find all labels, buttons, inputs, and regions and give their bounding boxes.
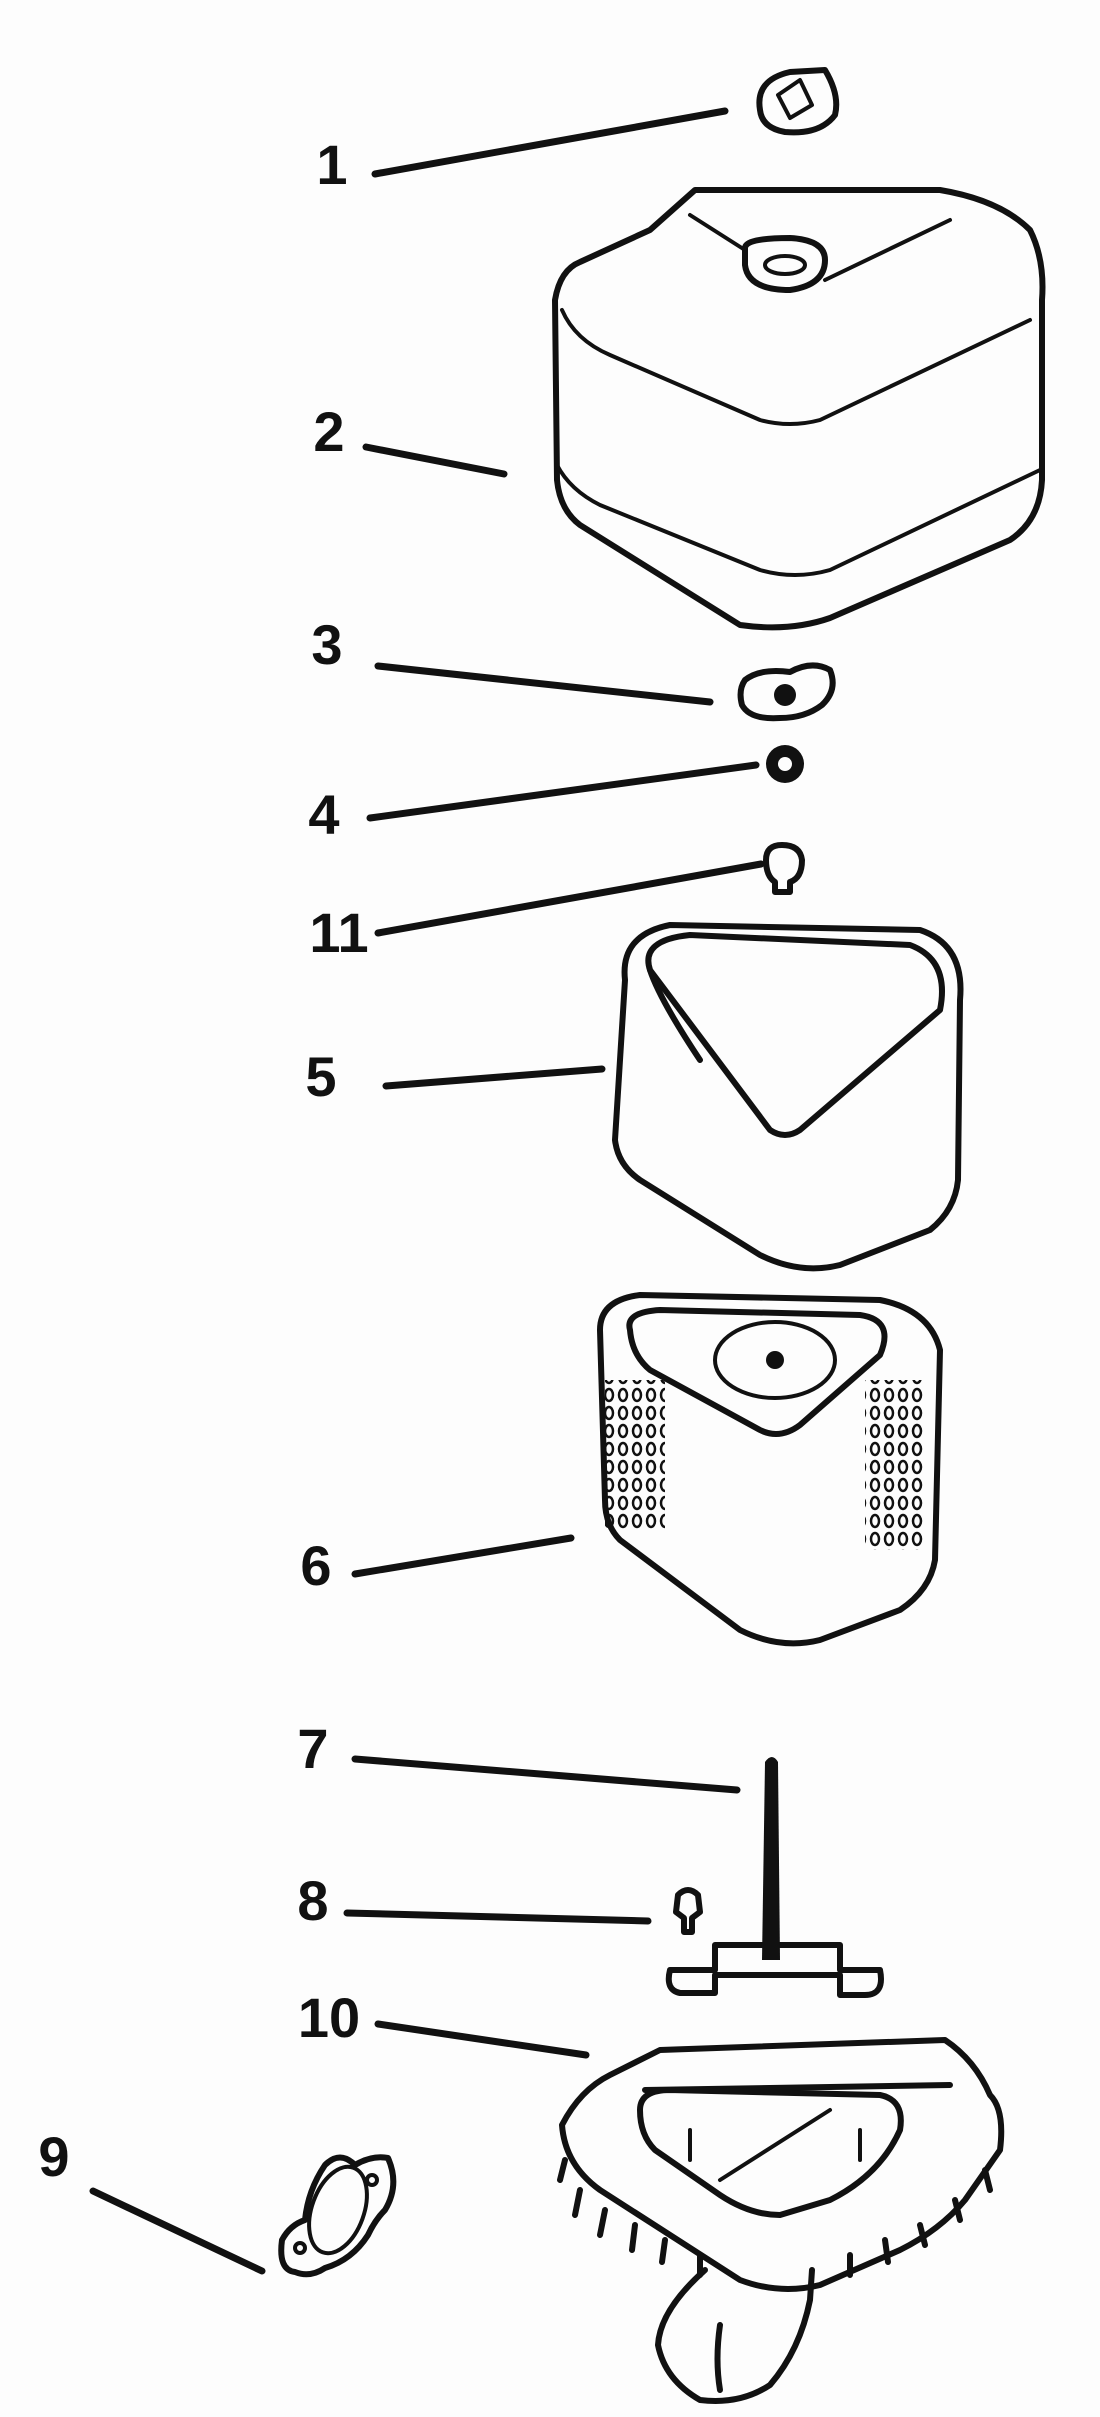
part-8-screw-icon	[673, 1887, 703, 1935]
callout-1: 1	[316, 133, 348, 196]
part-5-foam-precleaner-icon	[612, 922, 964, 1272]
callout-2: 2	[313, 400, 345, 463]
callout-10: 10	[297, 1986, 361, 2049]
part-10-base-icon	[557, 2037, 1005, 2404]
callout-3: 3	[311, 613, 343, 676]
callout-8: 8	[297, 1869, 329, 1932]
part-4-nut-icon	[766, 745, 804, 783]
part-1-knob-icon	[756, 67, 840, 136]
part-9-gasket-icon	[278, 2154, 397, 2278]
part-6-filter-cartridge-icon	[597, 1292, 943, 1647]
stud-bracket-icon	[665, 1942, 884, 1998]
callout-9: 9	[38, 2125, 70, 2188]
callout-7: 7	[297, 1717, 329, 1780]
callout-11: 11	[309, 901, 369, 964]
part-11-seal-icon	[763, 842, 805, 895]
part-2-cover-icon	[552, 187, 1046, 631]
leader-lines	[89, 107, 765, 2275]
callout-6: 6	[300, 1534, 332, 1597]
callout-4: 4	[308, 783, 340, 846]
part-3-retainer-icon	[737, 662, 836, 722]
callout-5: 5	[305, 1045, 337, 1108]
part-7-stud-icon	[762, 1757, 780, 1960]
